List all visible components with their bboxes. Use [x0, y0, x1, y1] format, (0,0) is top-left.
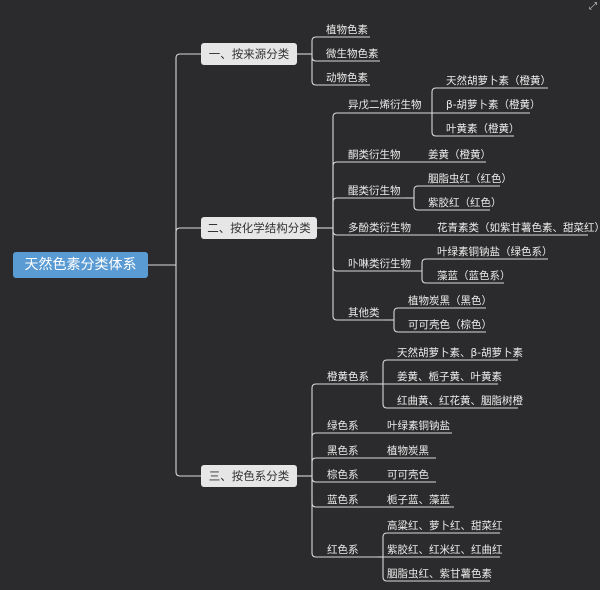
colors-branch: [311, 476, 377, 558]
color-item[interactable]: 姜黄、栀子黄、叶黄素: [397, 371, 502, 383]
color-group[interactable]: 红色系: [327, 544, 359, 556]
col-g0-branch: [382, 359, 518, 384]
structure-group[interactable]: 其他类: [348, 307, 380, 319]
color-item[interactable]: 可可壳色: [387, 469, 429, 481]
root-node[interactable]: 天然色素分类体系: [13, 252, 148, 278]
color-group[interactable]: 橙黄色系: [327, 371, 369, 383]
color-group[interactable]: 黑色系: [327, 445, 359, 457]
category-by-structure[interactable]: 二、按化学结构分类: [201, 217, 317, 239]
chemical-branch: [332, 112, 412, 228]
root-branch: [175, 227, 201, 265]
sources-branch: [311, 36, 370, 54]
chemical-branch: [332, 161, 405, 228]
structure-item[interactable]: 植物炭黑（黑色）: [408, 295, 492, 307]
color-group[interactable]: 绿色系: [327, 420, 359, 432]
structure-item[interactable]: 可可壳色（棕色）: [408, 319, 492, 331]
expand-icon[interactable]: ⤢: [589, 1, 597, 12]
chem-g5-branch: [393, 320, 486, 333]
chem-g0-branch: [431, 113, 514, 137]
structure-group[interactable]: 多酚类衍生物: [348, 222, 411, 234]
color-item[interactable]: 高粱红、萝卜红、甜菜红: [387, 520, 503, 532]
structure-item[interactable]: 胭脂虫红（红色）: [428, 173, 512, 185]
chem-g2-branch: [413, 185, 500, 198]
structure-item[interactable]: 叶绿素铜钠盐（绿色系）: [437, 246, 553, 258]
structure-item[interactable]: 天然胡萝卜素（橙黄）: [446, 75, 551, 87]
color-item[interactable]: 胭脂虫红、紫甘薯色素: [387, 568, 492, 580]
structure-item[interactable]: 藻蓝（蓝色系）: [437, 270, 511, 282]
col-g5-branch: [382, 557, 490, 582]
structure-group[interactable]: 醌类衍生物: [348, 185, 401, 197]
color-group[interactable]: 棕色系: [327, 469, 359, 481]
chem-g2-branch: [413, 198, 490, 211]
col-g5-branch: [382, 532, 500, 557]
col-g0-branch: [382, 384, 518, 409]
colors-branch: [311, 432, 380, 476]
structure-group[interactable]: 卟啉类衍生物: [348, 258, 411, 270]
chem-g5-branch: [393, 307, 486, 320]
color-item[interactable]: 栀子蓝、藻蓝: [387, 494, 450, 506]
category-by-color[interactable]: 三、按色系分类: [201, 465, 297, 487]
root-branch: [175, 265, 201, 477]
structure-group[interactable]: 酮类衍生物: [348, 149, 401, 161]
colors-branch: [311, 457, 380, 476]
chemical-branch: [332, 228, 385, 321]
structure-item[interactable]: 姜黄（橙黄）: [428, 149, 491, 161]
source-item[interactable]: 植物色素: [326, 24, 368, 36]
category-by-source[interactable]: 一、按来源分类: [201, 43, 297, 65]
colors-branch: [311, 383, 377, 476]
color-item[interactable]: 叶绿素铜钠盐: [387, 420, 450, 432]
structure-item[interactable]: 花青素类（如紫甘薯色素、甜菜红）: [437, 222, 600, 234]
color-item[interactable]: 紫胶红、红米红、红曲红: [387, 544, 503, 556]
structure-group[interactable]: 异戊二烯衍生物: [348, 99, 422, 111]
source-item[interactable]: 动物色素: [326, 72, 368, 84]
sources-branch: [311, 54, 370, 86]
structure-item[interactable]: β-胡萝卜素（橙黄）: [446, 99, 541, 111]
structure-item[interactable]: 紫胶红（红色）: [428, 197, 502, 209]
chem-g0-branch: [431, 87, 548, 113]
chemical-branch: [332, 197, 405, 228]
source-item[interactable]: 微生物色素: [326, 48, 379, 60]
color-item[interactable]: 红曲黄、红花黄、胭脂树橙: [397, 395, 523, 407]
root-branch: [175, 53, 201, 265]
chem-g4-branch: [421, 271, 504, 284]
color-item[interactable]: 植物炭黑: [387, 445, 429, 457]
color-item[interactable]: 天然胡萝卜素、β-胡萝卜素: [397, 347, 523, 359]
color-group[interactable]: 蓝色系: [327, 494, 359, 506]
structure-item[interactable]: 叶黄素（橙黄）: [446, 123, 520, 135]
chem-g4-branch: [421, 258, 548, 271]
